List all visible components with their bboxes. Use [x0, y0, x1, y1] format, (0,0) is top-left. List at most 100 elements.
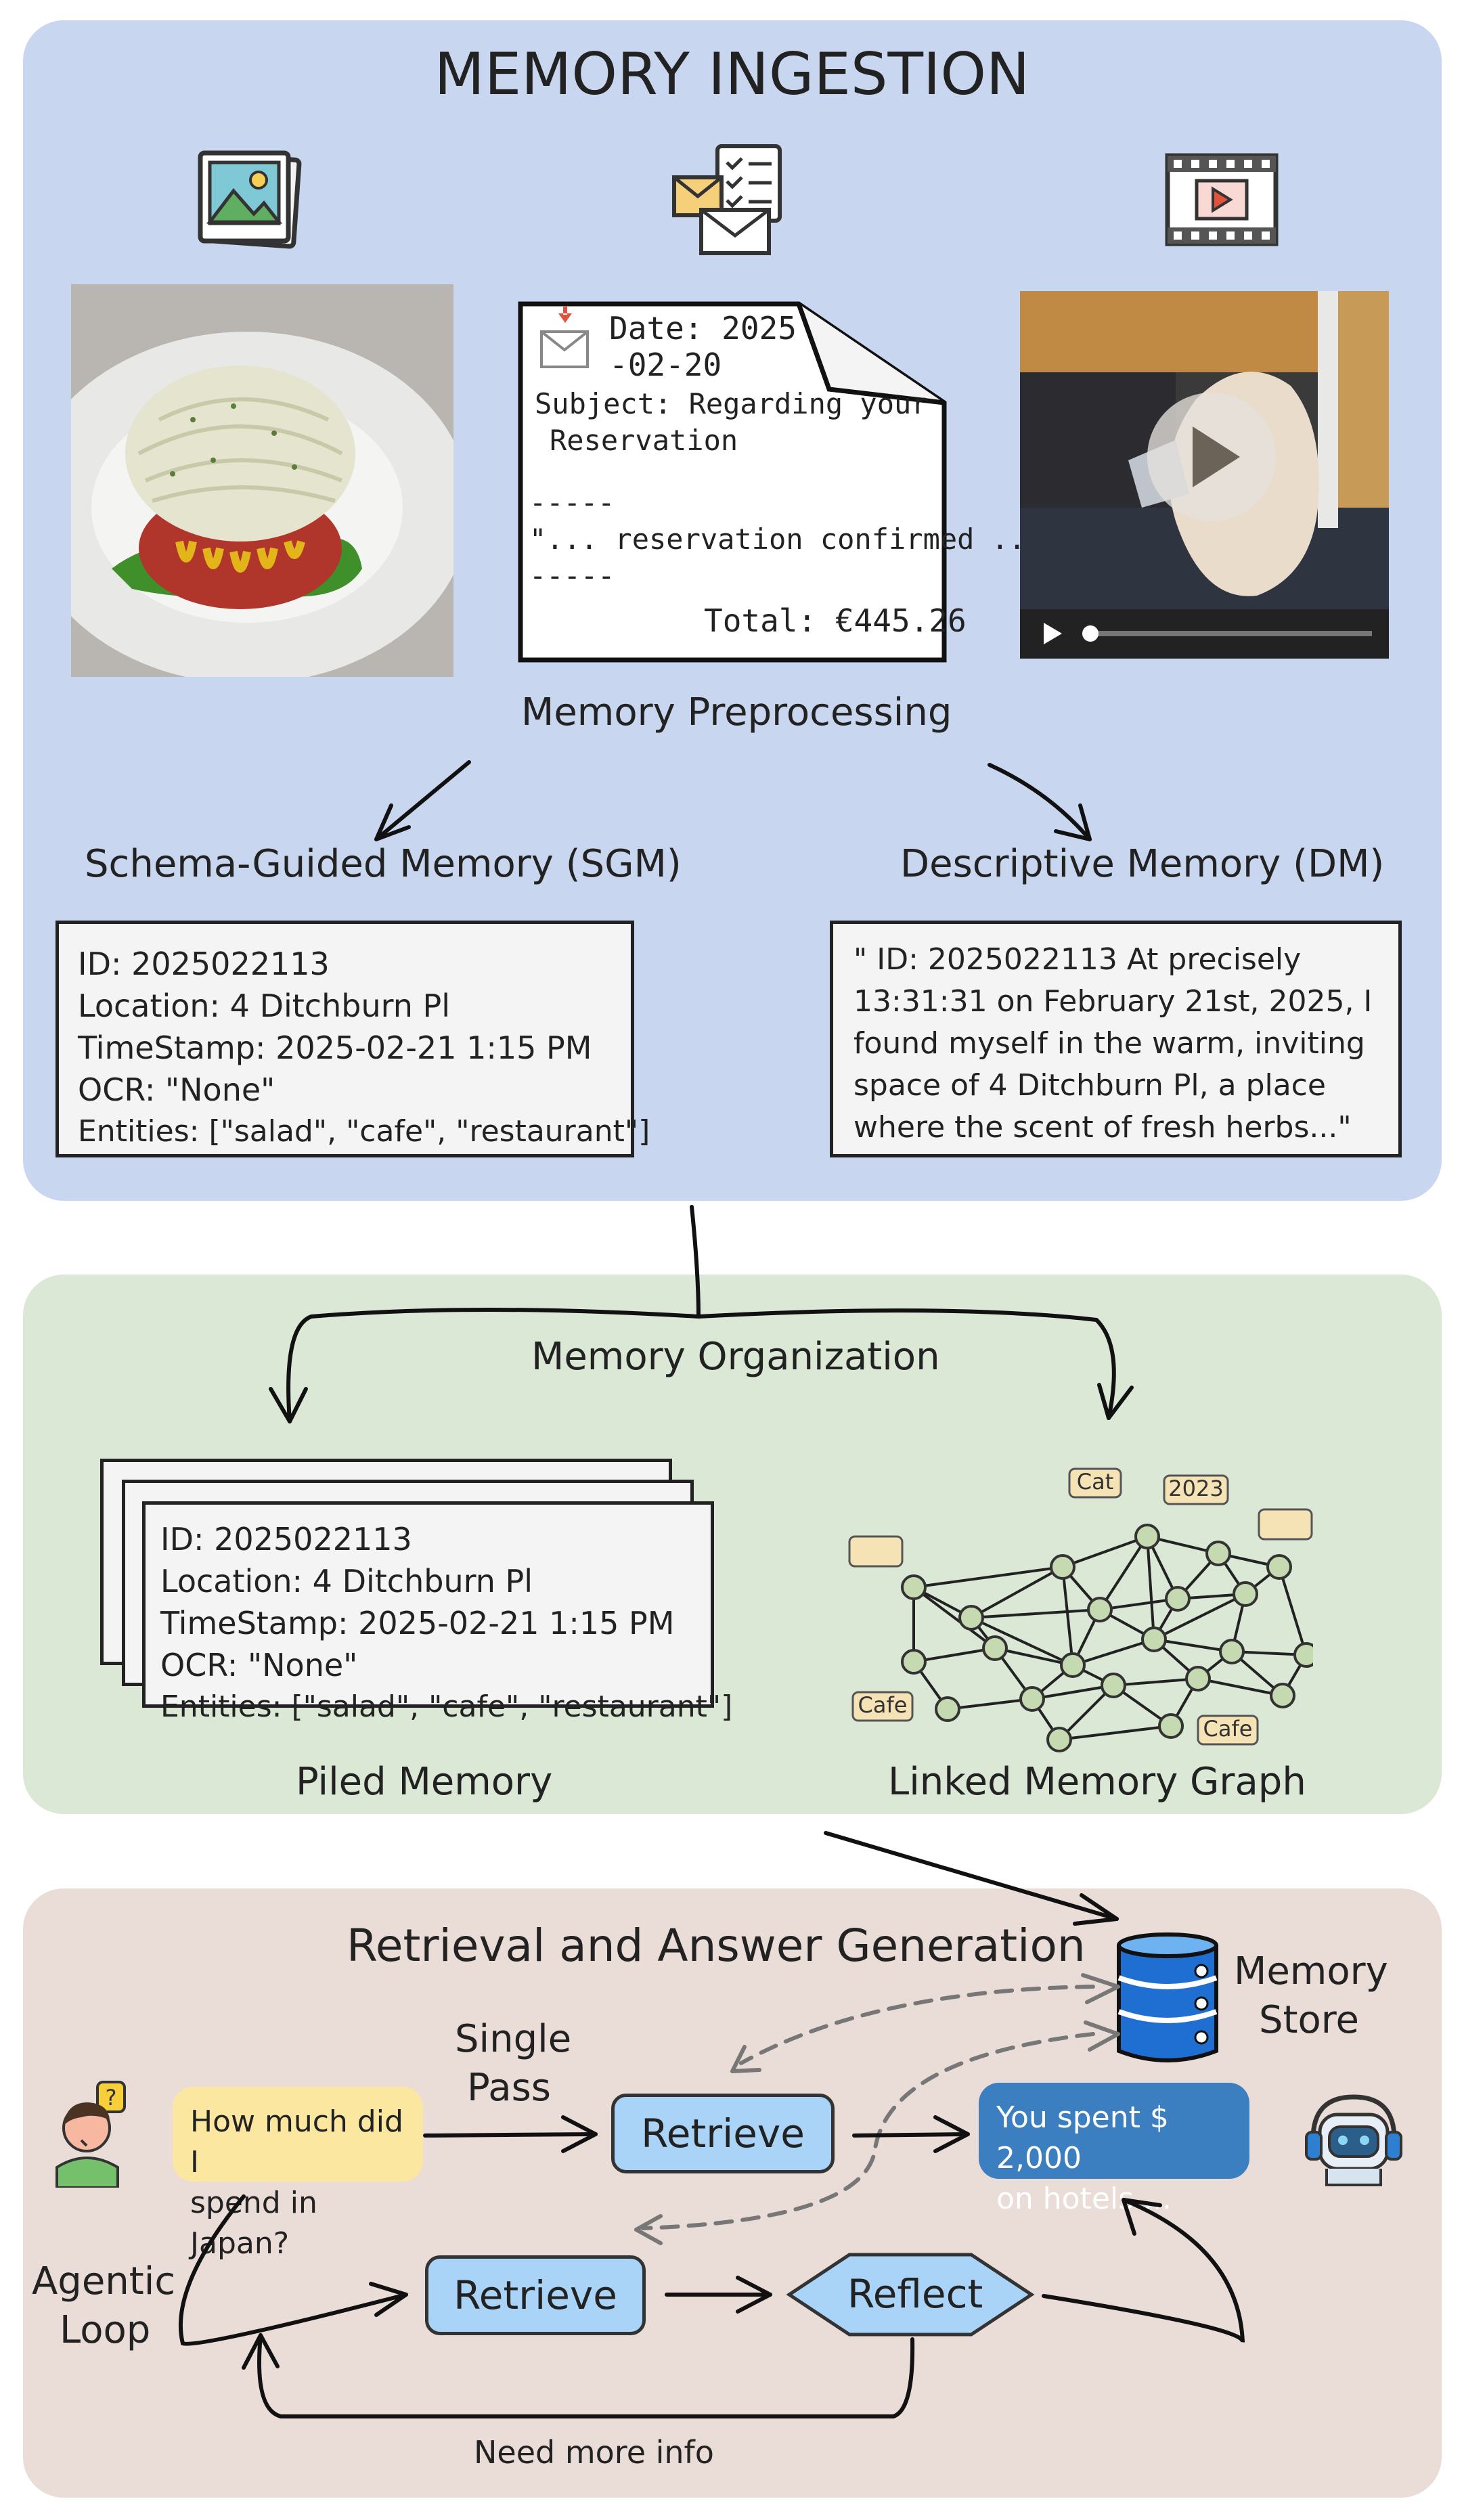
graph-tag-label: Cat — [1077, 1469, 1114, 1495]
graph-edge — [971, 1566, 1063, 1619]
graph-node — [1270, 1683, 1295, 1708]
arrow-question-to-retrieve — [423, 2132, 598, 2138]
arrow-head — [634, 2214, 663, 2245]
sgm-box: ID: 2025022113 Location: 4 Ditchburn Pl … — [56, 921, 650, 1157]
dm-line: space of 4 Ditchburn Pl, a place — [853, 1068, 1326, 1103]
answer-line-1: You spent $ 2,000 — [996, 2100, 1169, 2175]
graph-edge — [1153, 1593, 1246, 1641]
arrow-head — [1122, 2198, 1162, 2236]
arrow-retrieve-to-answer — [852, 2132, 970, 2138]
memory-store-label-1: Memory — [1234, 1949, 1388, 1993]
arrow-to-graph — [696, 1308, 1116, 1420]
graph-edge — [1146, 1536, 1155, 1640]
graph-node — [1185, 1666, 1211, 1692]
email-separator-1: ----- — [529, 486, 615, 519]
graph-node — [1141, 1627, 1167, 1652]
piled-line: Entities: ["salad", "cafe", "restaurant"… — [160, 1689, 733, 1724]
graph-node — [1087, 1597, 1113, 1622]
graph-edge — [1113, 1677, 1199, 1687]
arrow-head — [1097, 1383, 1134, 1420]
arrow-head — [1054, 803, 1092, 841]
arrow-to-dm — [988, 763, 1092, 841]
piled-line: Location: 4 Ditchburn Pl — [160, 1563, 533, 1599]
database-icon — [1117, 1932, 1218, 2062]
ingestion-title: MEMORY INGESTION — [434, 41, 1030, 108]
graph-edge — [1062, 1535, 1148, 1568]
graph-node — [958, 1605, 984, 1631]
email-subject-2: Reservation — [550, 424, 738, 457]
graph-edge — [912, 1586, 996, 1650]
retrieve-button-single[interactable]: Retrieve — [611, 2094, 835, 2173]
graph-tag-blank — [1258, 1508, 1313, 1541]
organization-title: Memory Organization — [531, 1335, 940, 1379]
email-document — [518, 301, 947, 663]
piled-memory-card: ID: 2025022113 Location: 4 Ditchburn Pl … — [142, 1501, 732, 1724]
dm-line: where the scent of fresh herbs..." — [853, 1110, 1352, 1145]
graph-node — [1158, 1713, 1184, 1739]
svg-text:?: ? — [106, 2085, 117, 2110]
email-quote: "... reservation confirmed ..." — [529, 523, 1060, 556]
graph-node — [1101, 1673, 1126, 1698]
graph-edge — [1099, 1597, 1178, 1611]
graph-node — [935, 1696, 960, 1722]
piled-memory-label: Piled Memory — [296, 1760, 553, 1804]
retrieve-button-agentic[interactable]: Retrieve — [425, 2255, 646, 2335]
reflect-label: Reflect — [847, 2271, 983, 2317]
single-pass-label-1: Single — [455, 2017, 572, 2061]
user-question-icon: ? — [56, 2081, 126, 2188]
graph-node — [1205, 1541, 1231, 1566]
reflect-diamond[interactable] — [785, 2251, 1036, 2339]
graph-node — [1050, 1554, 1075, 1580]
robot-icon — [1305, 2094, 1402, 2186]
arrow-down — [690, 1205, 701, 1319]
email-date: Date: 2025 — [609, 310, 797, 347]
graph-node — [982, 1635, 1008, 1661]
graph-tag-label: Cafe — [1203, 1716, 1253, 1742]
arrow-head — [269, 1387, 308, 1423]
graph-node — [901, 1574, 927, 1600]
graph-node — [1046, 1727, 1072, 1752]
mail-icon — [672, 144, 782, 255]
piled-line: OCR: "None" — [160, 1647, 358, 1683]
graph-tag-blank — [848, 1535, 904, 1568]
arrow-reflect-to-answer — [1042, 2198, 1245, 2343]
agentic-loop-label-2: Loop — [60, 2308, 151, 2352]
question-line-2: spend in Japan? — [190, 2186, 317, 2261]
graph-node — [1293, 1642, 1313, 1668]
graph-edge — [947, 1698, 1033, 1710]
email-total: Total: €445.26 — [704, 602, 967, 639]
dashed-to-single — [739, 1985, 1095, 2065]
email-subject: Subject: Regarding your — [535, 387, 929, 420]
graph-edge — [1099, 1535, 1149, 1611]
graph-tag-cafe — [1197, 1715, 1259, 1746]
arrow-head — [374, 803, 411, 841]
graph-edge — [913, 1566, 1063, 1589]
arrow-need-more-loop — [257, 2333, 915, 2418]
arrow-head — [933, 2115, 970, 2153]
graph-edge — [1153, 1638, 1233, 1653]
graph-node — [1019, 1686, 1045, 1712]
single-pass-label-2: Pass — [467, 2066, 551, 2110]
email-date-2: -02-20 — [609, 347, 722, 383]
sgm-line: OCR: "None" — [78, 1071, 275, 1108]
arrow-to-piled — [286, 1308, 701, 1423]
graph-edge — [913, 1647, 996, 1663]
arrow-head — [736, 2276, 772, 2314]
arrow-head — [561, 2115, 598, 2153]
food-photo — [71, 284, 453, 677]
graph-node — [1233, 1581, 1258, 1607]
graph-edge — [971, 1616, 1073, 1666]
question-line-1: How much did I — [190, 2104, 403, 2180]
graph-node — [1165, 1586, 1191, 1612]
graph-edge — [1197, 1677, 1283, 1697]
graph-edge — [1059, 1725, 1172, 1741]
arrow-head — [369, 2282, 408, 2317]
graph-edge — [994, 1647, 1073, 1666]
graph-edge — [1061, 1566, 1074, 1666]
sgm-line: ID: 2025022113 — [78, 946, 330, 982]
arrow-head — [242, 2333, 280, 2370]
piled-line: ID: 2025022113 — [160, 1521, 412, 1557]
dm-title: Descriptive Memory (DM) — [900, 842, 1385, 886]
graph-tag-year — [1163, 1474, 1229, 1505]
cat-video — [1020, 291, 1389, 659]
